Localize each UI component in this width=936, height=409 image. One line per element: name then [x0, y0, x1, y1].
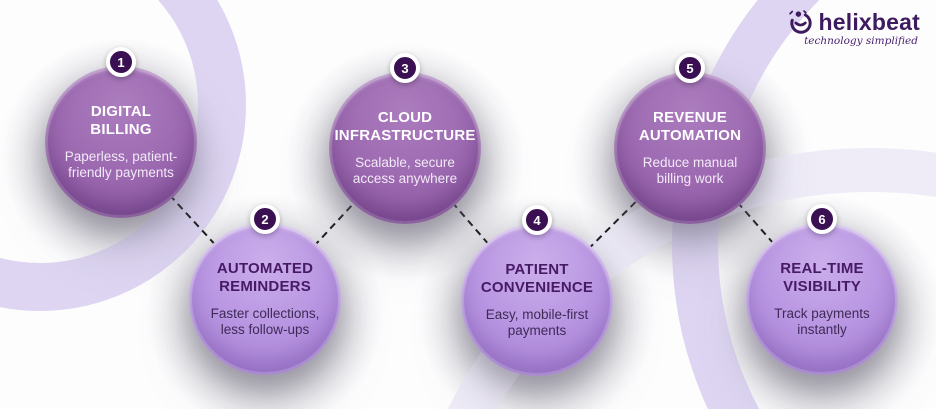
- step-title: PATIENT CONVENIENCE: [480, 261, 594, 296]
- step-number-badge: 3: [390, 53, 420, 83]
- step-title: AUTOMATED REMINDERS: [216, 260, 314, 295]
- step-number: 3: [401, 60, 409, 76]
- step-number-badge: 6: [807, 204, 837, 234]
- step-node-4: 4 PATIENT CONVENIENCE Easy, mobile-first…: [417, 194, 657, 409]
- step-circle: CLOUD INFRASTRUCTURE Scalable, secure ac…: [329, 72, 481, 224]
- step-title: REVENUE AUTOMATION: [638, 109, 742, 144]
- step-number: 6: [818, 211, 826, 227]
- step-node-3: 3 CLOUD INFRASTRUCTURE Scalable, secure …: [285, 42, 525, 282]
- right-ring-decoration: [672, 0, 820, 409]
- step-description: Scalable, secure access anywhere: [352, 154, 458, 186]
- step-description: Paperless, patient-friendly payments: [64, 148, 178, 180]
- logo-tagline: technology simplified: [804, 35, 918, 47]
- step-title: DIGITAL BILLING: [90, 103, 152, 138]
- step-description: Reduce manual billing work: [642, 154, 738, 186]
- step-number-badge: 1: [106, 47, 136, 77]
- step-circle: AUTOMATED REMINDERS Faster collections, …: [189, 223, 341, 375]
- step-circle: REAL-TIME VISIBILITY Track payments inst…: [746, 223, 898, 375]
- connector-5-6: [689, 147, 823, 300]
- logo-wordmark: helixbeat: [818, 8, 920, 35]
- step-number-badge: 2: [250, 204, 280, 234]
- step-number-badge: 5: [675, 53, 705, 83]
- step-node-6: 6 REAL-TIME VISIBILITY Track payments in…: [702, 193, 936, 409]
- step-number: 5: [686, 60, 694, 76]
- helixbeat-logo: helixbeat technology simplified: [787, 8, 920, 47]
- left-ring-decoration: [0, 0, 246, 311]
- step-number: 4: [533, 212, 541, 228]
- step-number-badge: 4: [522, 205, 552, 235]
- step-circle: DIGITAL BILLING Paperless, patient-frien…: [45, 66, 197, 218]
- right-faint-ring-decoration: [447, 148, 936, 409]
- step-number: 2: [261, 211, 269, 227]
- step-circle: PATIENT CONVENIENCE Easy, mobile-first p…: [461, 224, 613, 376]
- step-title: REAL-TIME VISIBILITY: [780, 260, 864, 295]
- step-node-1: 1 DIGITAL BILLING Paperless, patient-fri…: [1, 36, 241, 276]
- step-circle: REVENUE AUTOMATION Reduce manual billing…: [614, 72, 766, 224]
- step-number: 1: [117, 54, 125, 70]
- step-description: Faster collections, less follow-ups: [210, 305, 320, 337]
- step-title: CLOUD INFRASTRUCTURE: [334, 109, 476, 144]
- helixbeat-logo-icon: [789, 10, 813, 34]
- connector-3-4: [404, 147, 538, 301]
- step-node-5: 5 REVENUE AUTOMATION Reduce manual billi…: [570, 42, 810, 282]
- step-description: Easy, mobile-first payments: [485, 306, 589, 338]
- step-node-2: 2 AUTOMATED REMINDERS Faster collections…: [145, 193, 385, 409]
- step-description: Track payments instantly: [774, 305, 870, 337]
